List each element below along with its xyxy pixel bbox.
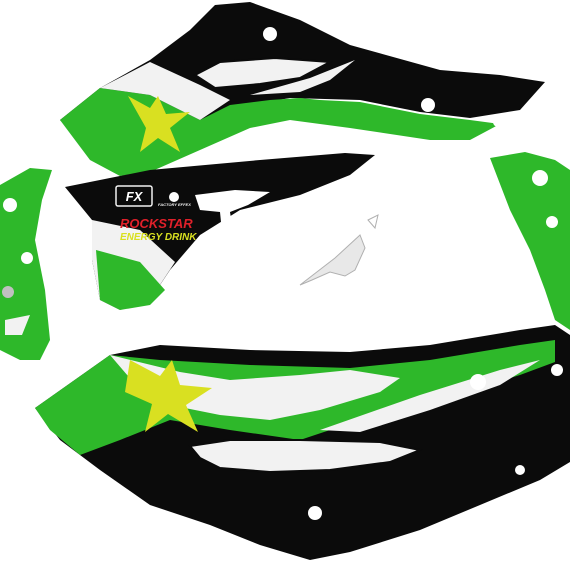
mount-hole (21, 252, 33, 264)
mount-hole (421, 98, 435, 112)
fx-subtitle: FACTORY EFFEX (158, 202, 191, 207)
brand-logo-line1: ROCKSTAR (120, 216, 193, 231)
fx-logo-badge (115, 185, 153, 207)
logo-circle (2, 286, 14, 298)
top-shroud-decal (60, 2, 545, 176)
clear-small-decal (299, 214, 379, 286)
star-graphic (128, 96, 190, 152)
mount-hole (3, 198, 17, 212)
left-scoop-decal (0, 168, 52, 360)
mount-hole (551, 364, 563, 376)
mount-hole (546, 216, 558, 228)
mount-hole (308, 506, 322, 520)
mount-hole (169, 192, 179, 202)
mount-hole (532, 170, 548, 186)
side-panel-decal: FX FACTORY EFFEX ROCKSTAR ENERGY DRINK (65, 153, 375, 310)
mount-hole (470, 374, 486, 390)
right-scoop-decal (490, 152, 570, 330)
bottom-shroud-decal (35, 325, 570, 560)
mount-hole (515, 465, 525, 475)
brand-logo-line2: ENERGY DRINK (120, 232, 197, 243)
star-graphic (125, 360, 212, 432)
mount-hole (263, 27, 277, 41)
fx-logo-text: FX (126, 189, 144, 204)
mount-hole (493, 117, 503, 127)
